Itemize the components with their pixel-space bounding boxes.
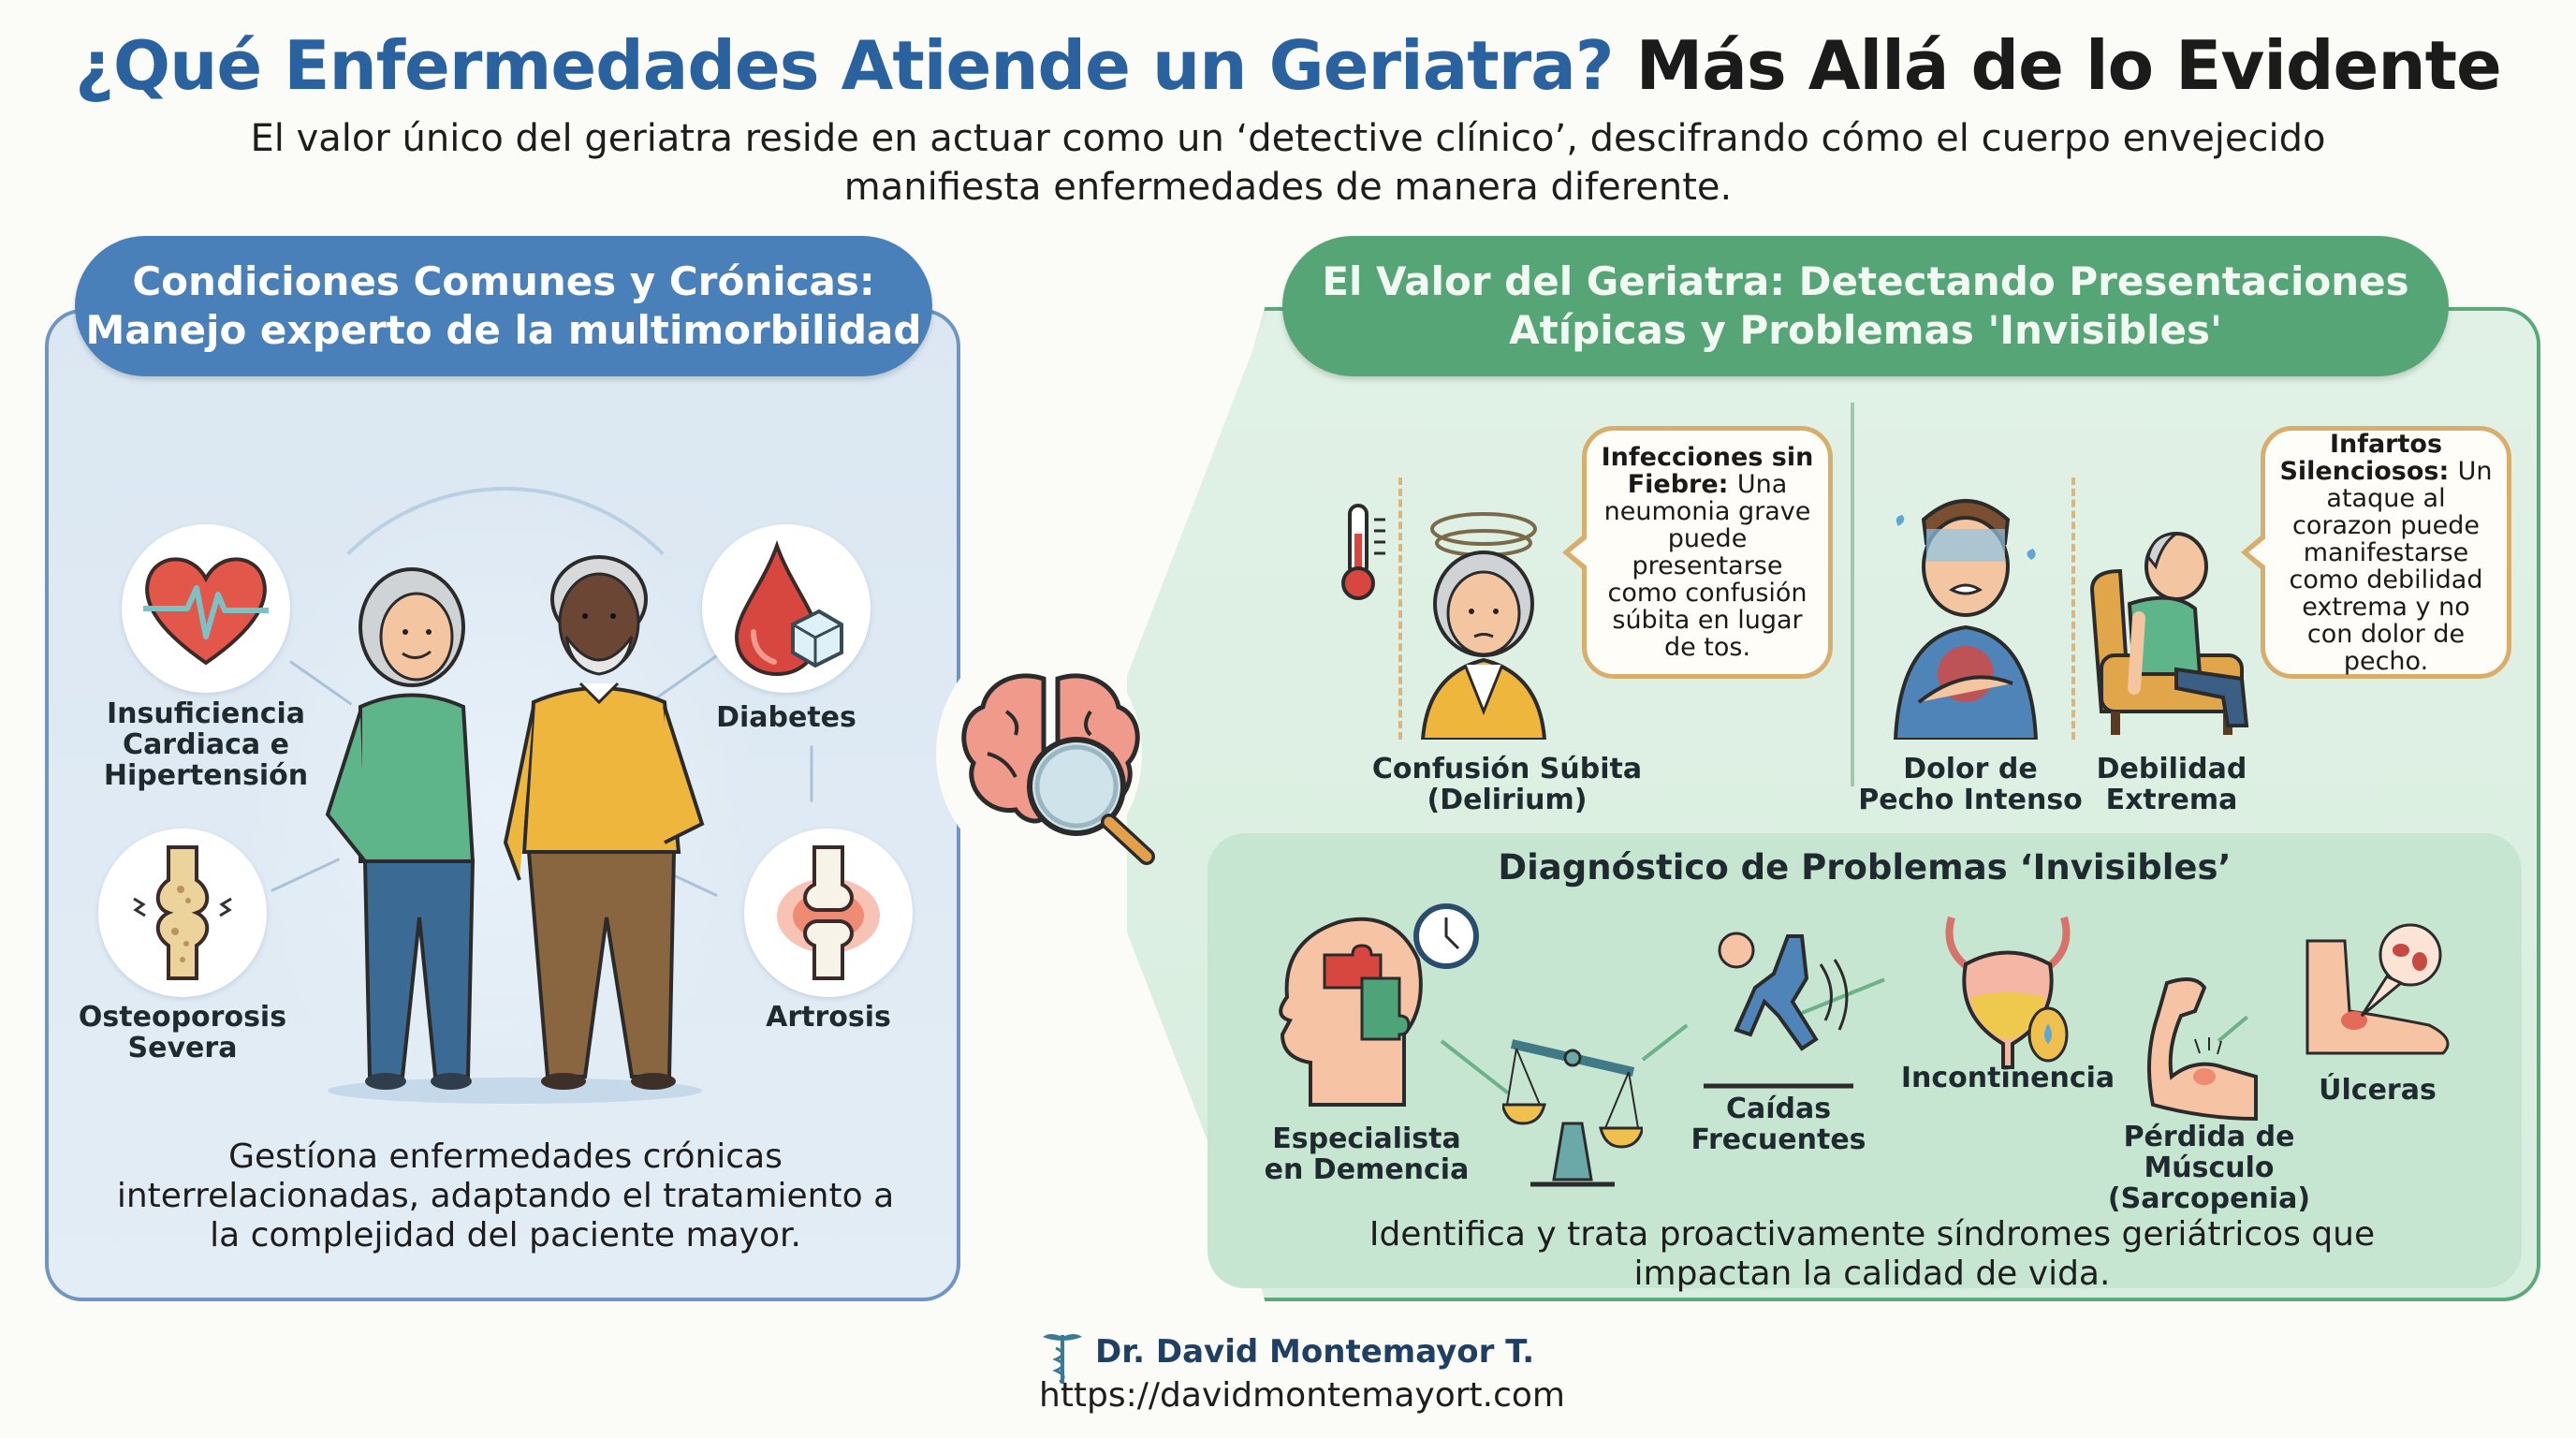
dashed-divider (1398, 477, 1402, 740)
condition-label-osteoporosis: Osteoporosis Severa (78, 1001, 287, 1064)
condition-artrosis-circle (744, 829, 913, 997)
confused-elderly-woman-icon (1413, 501, 1554, 740)
left-panel-title: Condiciones Comunes y Crónicas: Manejo e… (75, 236, 932, 376)
invisible-problems-title: Diagnóstico de Problemas ‘Invisibles’ (1498, 847, 2232, 888)
condition-label-heart: Insuficiencia Cardiaca e Hipertensión (103, 697, 309, 792)
speech-bubble-infections: Infecciones sin Fiebre: Una neumonia gra… (1562, 426, 1833, 679)
weak-arm-muscle-icon (2139, 974, 2261, 1123)
left-panel-description: Gestíona enfermedades crónicas interrela… (116, 1137, 895, 1255)
label-delirium: Confusión Súbita (Delirium) (1371, 753, 1643, 816)
weak-elderly-man-armchair-icon (2083, 524, 2261, 740)
falling-person-icon (1699, 927, 1858, 1091)
right-panel-title: El Valor del Geriatra: Detectando Presen… (1282, 236, 2449, 376)
right-panel-description: Identifica y trata proactivamente síndro… (1368, 1215, 2376, 1293)
bladder-icon (1938, 913, 2078, 1072)
page-subtitle: El valor único del geriatra reside en ac… (250, 117, 2326, 209)
condition-label-artrosis: Artrosis (766, 1001, 891, 1034)
title-question: ¿Qué Enfermedades Atiende un Geriatra? (75, 26, 1614, 105)
blood-drop-sugar-cube-icon (734, 540, 843, 677)
label-falls: Caídas Frecuentes (1690, 1093, 1866, 1156)
section-divider (1851, 403, 1854, 786)
label-sarcopenia: Pérdida de Músculo (Sarcopenia) (2107, 1121, 2311, 1215)
label-dementia: Especialista en Demencia (1264, 1123, 1470, 1186)
bubble-text: Un ataque al corazon puede manifestarse … (2289, 456, 2493, 676)
chest-pain-man-icon (1881, 487, 2050, 740)
bubble-heading: Infecciones sin Fiebre: (1601, 443, 1814, 499)
condition-osteoporosis-circle (98, 829, 267, 997)
foot-ulcer-icon (2298, 922, 2457, 1063)
author-name: Dr. David Montemayor T. (1095, 1333, 1535, 1371)
porous-bone-icon (133, 845, 232, 980)
label-chest-pain: Dolor de Pecho Intenso (1858, 753, 2083, 816)
dashed-divider (2071, 477, 2075, 740)
page-title: ¿Qué Enfermedades Atiende un Geriatra? M… (0, 26, 2576, 105)
caduceus-icon (1043, 1329, 1082, 1386)
bubble-heading: Infartos Silenciosos: (2279, 429, 2450, 486)
elderly-couple-illustration (309, 543, 721, 1105)
label-incontinence: Incontinencia (1900, 1062, 2115, 1094)
head-puzzle-clock-icon (1273, 903, 1498, 1109)
label-extreme-weakness: Debilidad Extrema (2096, 753, 2247, 816)
condition-heart-circle (122, 524, 290, 693)
bubble-text: Una neumonia grave puede presentarse com… (1603, 470, 1811, 662)
thermometer-icon (1339, 501, 1395, 604)
invisible-problems-box (1208, 833, 2522, 1288)
heart-ecg-icon (143, 557, 269, 666)
label-ulcers: Úlceras (2319, 1074, 2437, 1107)
brain-magnifier-icon (950, 665, 1156, 871)
title-emphasis: Más Allá de lo Evidente (1635, 26, 2502, 105)
condition-diabetes-circle (702, 524, 871, 693)
balance-scale-icon (1502, 1034, 1643, 1189)
speech-bubble-silent-infarction: Infartos Silenciosos: Un ataque al coraz… (2241, 426, 2511, 679)
inflamed-joint-icon (777, 845, 880, 980)
author-website-link[interactable]: https://davidmontemayort.com (1039, 1376, 1565, 1415)
condition-label-diabetes: Diabetes (716, 701, 856, 734)
connector-line (810, 745, 813, 802)
